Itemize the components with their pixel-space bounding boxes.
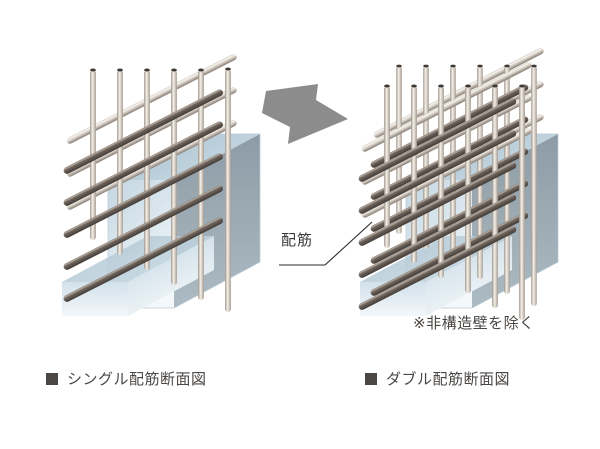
footnote-text: ※非構造壁を除く xyxy=(413,315,535,332)
caption-bullet-icon xyxy=(365,372,377,385)
horizontal-rebars-front-single xyxy=(63,89,223,302)
caption-double-label: ダブル配筋断面図 xyxy=(386,371,511,388)
concrete-base-single xyxy=(62,236,214,316)
vertical-rebars-single xyxy=(90,67,231,312)
caption-double: ダブル配筋断面図 xyxy=(365,368,510,389)
caption-single: シングル配筋断面図 xyxy=(46,368,207,389)
horizontal-rebars-front-dark-double xyxy=(358,98,517,310)
caption-single-label: シングル配筋断面図 xyxy=(67,371,207,388)
callout-leader-line xyxy=(279,221,373,266)
double-rebar-wall-diagram xyxy=(358,47,559,320)
single-rebar-wall-diagram xyxy=(62,53,261,316)
concrete-base-double xyxy=(360,236,512,316)
callout-label: 配筋 xyxy=(281,232,314,249)
horizontal-rebars-backdark-double xyxy=(370,84,529,296)
caption-bullet-icon xyxy=(46,372,58,385)
transition-arrow xyxy=(262,84,348,144)
